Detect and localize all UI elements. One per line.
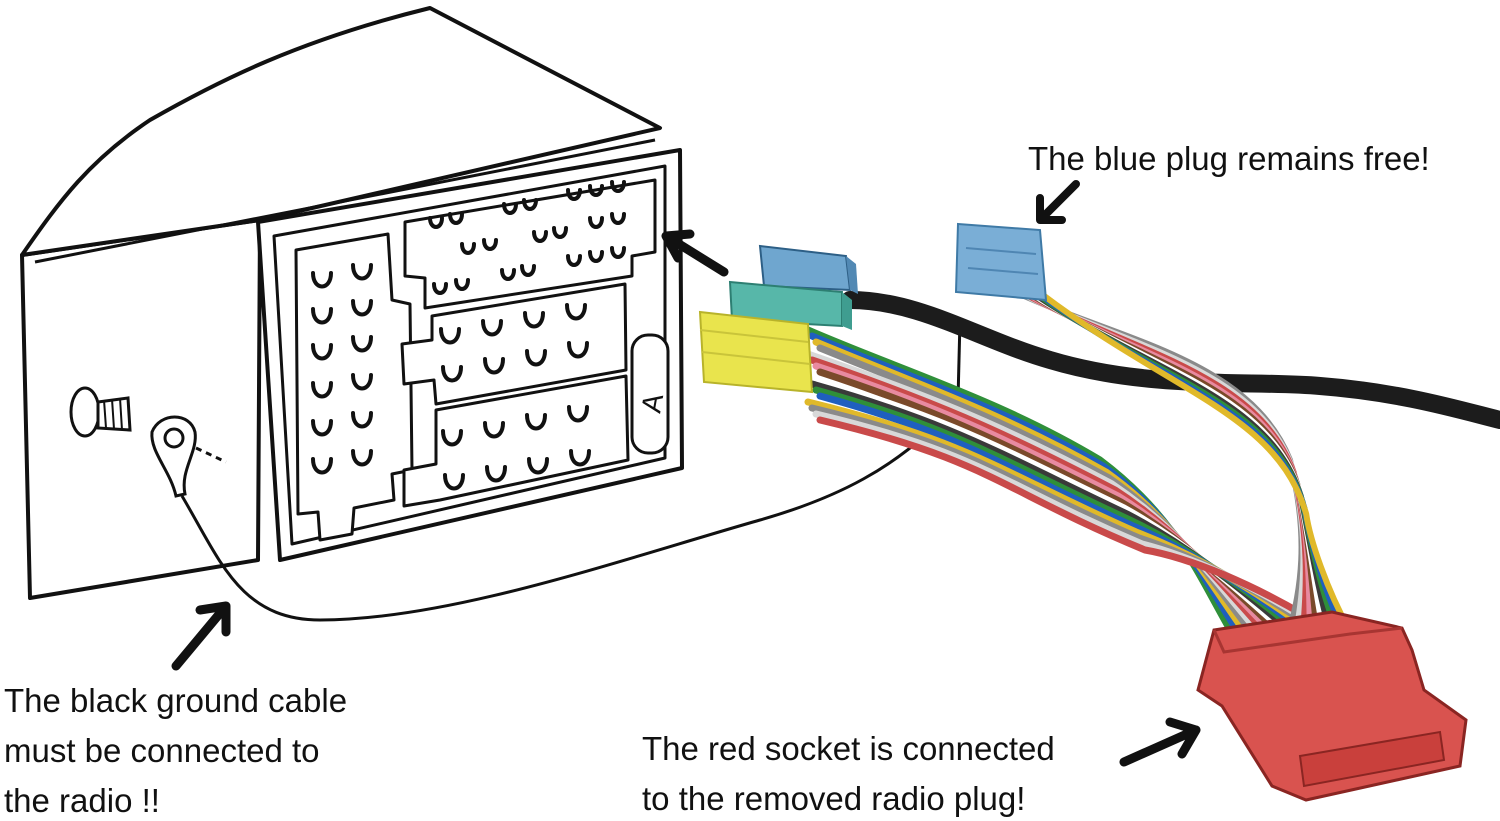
connector-pin <box>481 319 503 337</box>
connector-pin <box>351 373 373 391</box>
connector-pin <box>483 357 505 375</box>
connector-block-bottom <box>402 374 630 508</box>
callout-red-line-2: to the removed radio plug! <box>642 780 1026 817</box>
connector-pin <box>520 264 536 277</box>
connector-pin <box>311 271 333 289</box>
connector-pin <box>610 212 626 225</box>
connector-pin <box>460 242 476 255</box>
connector-pin <box>610 246 626 259</box>
connector-block-left <box>294 232 414 542</box>
connector-pin <box>311 457 333 475</box>
connector-pin <box>443 473 465 491</box>
harness-wire <box>816 416 1348 644</box>
connector-slot-a <box>630 333 670 455</box>
connector-pins <box>311 180 626 491</box>
callout-blue-line-1: The blue plug remains free! <box>1028 140 1430 177</box>
connector-pin <box>441 429 463 447</box>
connector-pin <box>566 254 582 267</box>
connector-pin <box>522 198 538 211</box>
screw-icon <box>69 386 132 438</box>
ring-terminal-icon <box>150 415 227 498</box>
callout-ground-cable: The black ground cable must be connected… <box>4 676 347 821</box>
arrow-icon <box>661 229 729 277</box>
connector-pin <box>351 449 373 467</box>
connector-pin <box>439 327 461 345</box>
connector-pin <box>482 238 498 251</box>
radio-front-inner <box>272 164 667 546</box>
radio-housing <box>20 218 262 600</box>
connector-pin <box>500 268 516 281</box>
connector-pin <box>428 216 444 229</box>
connector-pin <box>485 465 507 483</box>
connector-pin <box>351 335 373 353</box>
connector-pin <box>566 188 582 201</box>
harness-wire <box>1038 291 1353 633</box>
radio-top-edge <box>34 138 656 264</box>
connector-pin <box>525 349 547 367</box>
connector-pin <box>552 226 568 239</box>
callout-red-line-1: The red socket is connected <box>642 730 1055 767</box>
connector-pin <box>523 311 545 329</box>
ground-wire <box>180 399 962 622</box>
connector-pin <box>502 202 518 215</box>
arrow-icon <box>1119 717 1201 767</box>
connector-pin <box>351 411 373 429</box>
connector-pin <box>527 457 549 475</box>
connector-pin <box>565 303 587 321</box>
connector-pin <box>567 341 589 359</box>
callout-ground-line-1: The black ground cable <box>4 682 348 719</box>
connector-pin <box>351 263 373 281</box>
connector-pin <box>588 250 604 263</box>
callout-blue-plug: The blue plug remains free! <box>1028 134 1430 184</box>
connector-pin <box>454 278 470 291</box>
connector-pin <box>483 421 505 439</box>
connector-pin <box>311 307 333 325</box>
yellow-plug <box>698 310 814 394</box>
connector-pin <box>441 365 463 383</box>
connector-block-top <box>403 178 657 310</box>
callout-ground-line-2: must be connected to <box>4 732 320 769</box>
connector-pin <box>432 282 448 295</box>
connector-pin <box>311 343 333 361</box>
connector-pin <box>525 413 547 431</box>
connector-pin <box>448 212 464 225</box>
wire-harness <box>804 291 1353 644</box>
connector-pin <box>311 419 333 437</box>
callout-ground-line-3: the radio !! <box>4 782 160 819</box>
blue-plug <box>758 244 858 294</box>
connector-pin <box>610 180 626 193</box>
red-socket <box>1196 610 1468 802</box>
callout-red-socket: The red socket is connected to the remov… <box>642 724 1055 821</box>
arrow-icon <box>1036 180 1080 224</box>
free-blue-plug <box>954 222 1048 302</box>
radio-unit <box>20 6 684 600</box>
radio-top-panel <box>20 6 662 257</box>
connector-pin <box>569 449 591 467</box>
connector-pin <box>588 184 604 197</box>
connector-pin <box>532 230 548 243</box>
connector-pin <box>351 299 373 317</box>
connector-pin <box>567 405 589 423</box>
connector-pin <box>311 381 333 399</box>
teal-plug <box>728 280 852 330</box>
connector-pin <box>588 216 604 229</box>
arrow-icon <box>171 601 231 671</box>
